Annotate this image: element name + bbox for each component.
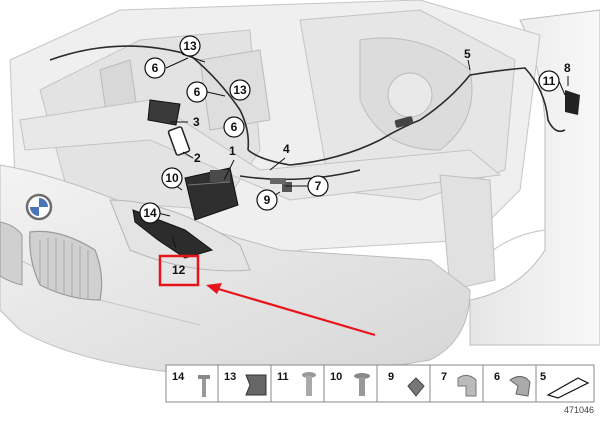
strip-cell-13: 13 xyxy=(224,371,267,396)
svg-text:12: 12 xyxy=(172,263,186,277)
svg-text:6: 6 xyxy=(494,371,500,383)
svg-text:6: 6 xyxy=(152,61,159,75)
svg-text:13: 13 xyxy=(183,39,197,53)
svg-text:11: 11 xyxy=(277,371,289,383)
parts-strip: 14 13 11 10 9 xyxy=(165,364,595,403)
callout-14: 14 xyxy=(139,202,161,224)
svg-text:9: 9 xyxy=(388,371,394,383)
svg-text:6: 6 xyxy=(231,120,238,134)
callout-13-lower: 13 xyxy=(229,79,251,101)
label-4: 4 xyxy=(283,142,290,156)
svg-text:4: 4 xyxy=(283,142,290,156)
grille xyxy=(0,221,103,301)
strip-cell-5: 5 xyxy=(540,371,590,399)
screw-icon xyxy=(354,373,370,396)
svg-text:10: 10 xyxy=(165,171,179,185)
strip-cell-6: 6 xyxy=(494,371,531,397)
screw-icon xyxy=(198,375,210,397)
svg-text:6: 6 xyxy=(194,85,201,99)
label-5: 5 xyxy=(464,47,471,61)
label-3: 3 xyxy=(193,115,200,129)
callout-13-upper: 13 xyxy=(179,35,201,57)
svg-text:1: 1 xyxy=(229,144,236,158)
strip-cell-10: 10 xyxy=(330,371,370,396)
strip-cell-9: 9 xyxy=(388,371,425,397)
callout-6-lower: 6 xyxy=(223,116,245,138)
car-body-illustration xyxy=(0,0,600,376)
svg-text:7: 7 xyxy=(315,179,322,193)
callout-6-middle: 6 xyxy=(186,81,208,103)
svg-text:3: 3 xyxy=(193,115,200,129)
nut-icon xyxy=(407,377,425,397)
brand-logo-icon xyxy=(25,193,53,221)
svg-text:2: 2 xyxy=(194,151,201,165)
svg-text:11: 11 xyxy=(543,74,556,88)
clip-icon xyxy=(457,374,477,397)
strip-cell-7: 7 xyxy=(441,371,477,397)
svg-text:8: 8 xyxy=(564,61,571,75)
strip-cell-14: 14 xyxy=(172,371,210,397)
svg-text:13: 13 xyxy=(233,83,247,97)
document-number: 471046 xyxy=(564,405,594,415)
svg-text:14: 14 xyxy=(143,206,157,220)
label-2: 2 xyxy=(194,151,201,165)
svg-text:13: 13 xyxy=(224,371,236,383)
svg-text:7: 7 xyxy=(441,371,447,383)
svg-text:5: 5 xyxy=(464,47,471,61)
label-8: 8 xyxy=(564,61,571,75)
svg-text:10: 10 xyxy=(330,371,342,383)
wedge-icon xyxy=(546,377,590,399)
release-cables xyxy=(49,45,566,181)
red-arrow xyxy=(206,283,376,337)
label-1: 1 xyxy=(229,144,236,158)
callout-11: 11 xyxy=(538,70,560,92)
strip-cell-11: 11 xyxy=(277,371,316,396)
callout-7: 7 xyxy=(307,175,329,197)
clip-icon xyxy=(245,374,267,396)
highlight-box-12: 12 xyxy=(158,254,200,287)
callout-9: 9 xyxy=(256,189,278,211)
callout-10: 10 xyxy=(161,167,183,189)
svg-text:14: 14 xyxy=(172,371,185,383)
svg-text:9: 9 xyxy=(264,193,271,207)
svg-text:5: 5 xyxy=(540,371,546,383)
rivet-icon xyxy=(302,372,316,396)
clip-icon xyxy=(509,376,531,397)
callout-6-upper: 6 xyxy=(144,57,166,79)
